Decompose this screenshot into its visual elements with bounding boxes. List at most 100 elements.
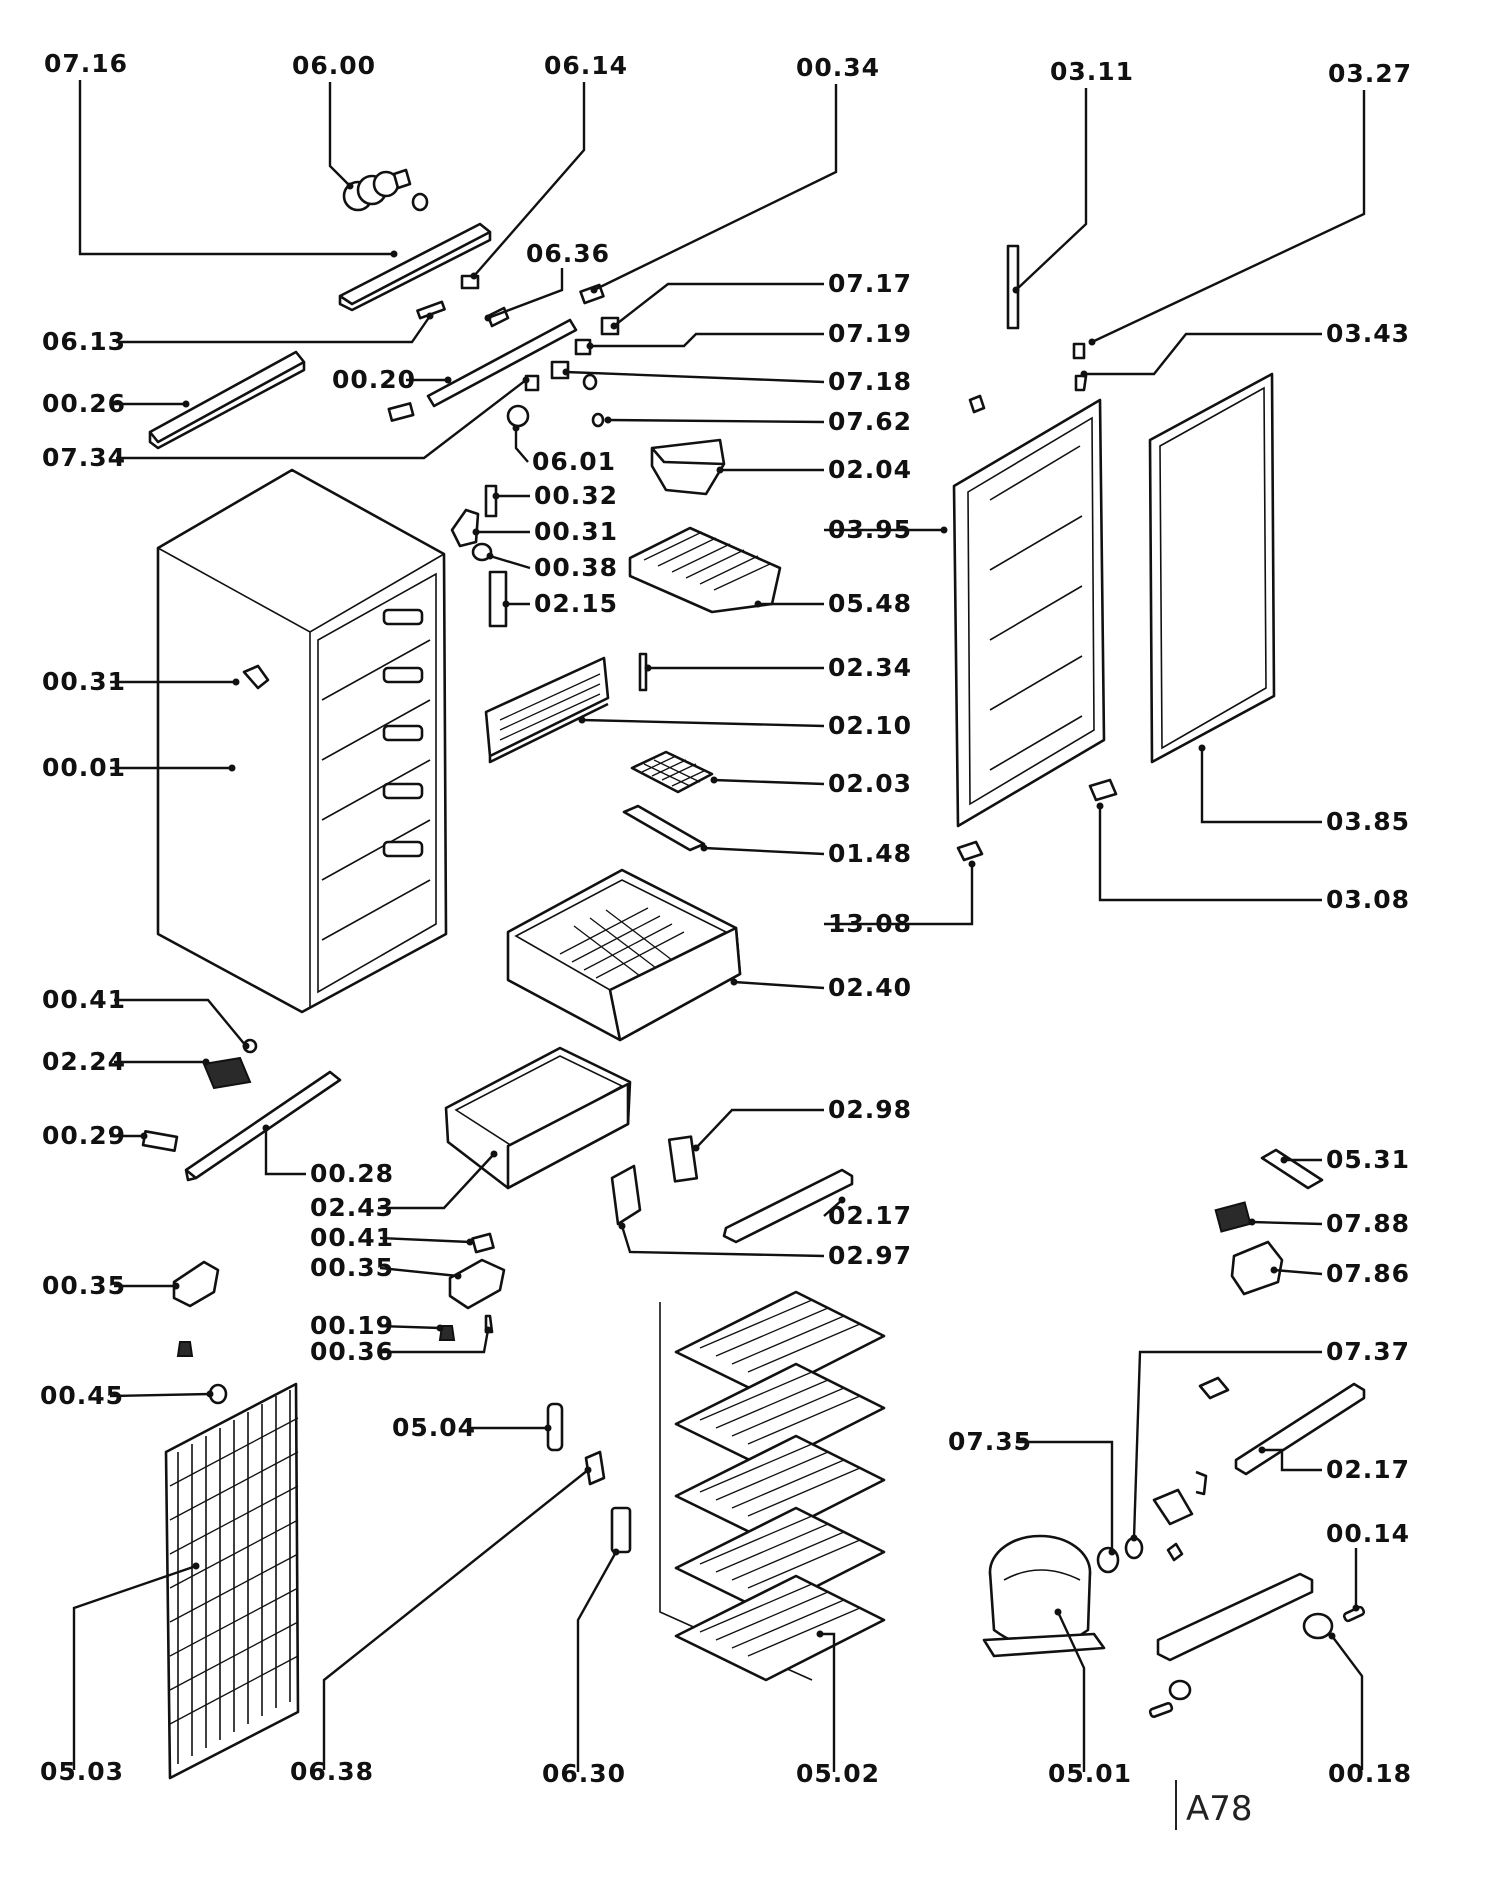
small-drawer-drawing [444, 1046, 632, 1190]
filter-drawing [202, 1056, 252, 1090]
leader-dot [968, 860, 976, 868]
leader-line [607, 418, 825, 424]
leader-line [489, 554, 531, 570]
leader-line [116, 315, 431, 344]
leader-line [1132, 1350, 1322, 1539]
part-label: 03.11 [1050, 57, 1134, 86]
leader-dot [242, 1042, 250, 1050]
leader-dot [716, 466, 724, 474]
mounting-rail-drawing [1156, 1572, 1314, 1662]
leader-line [620, 1225, 825, 1258]
part-label: 06.14 [544, 51, 628, 80]
leader-line [713, 778, 825, 786]
part-label: 07.19 [828, 319, 912, 348]
leader-dot [454, 1272, 462, 1280]
part-label: 02.97 [828, 1241, 912, 1270]
leader-lines [72, 80, 1366, 1772]
leader-dot [522, 376, 530, 384]
part-label: 00.36 [310, 1337, 394, 1366]
leader-dot [436, 1324, 444, 1332]
part-label: 00.19 [310, 1311, 394, 1340]
lamp-holder-drawing [506, 404, 530, 428]
leader-dot [228, 764, 236, 772]
leader-line [695, 1108, 824, 1149]
leader-dot [484, 1326, 492, 1334]
leader-line [114, 998, 247, 1047]
compressor-rail-drawing [1234, 1382, 1366, 1476]
leader-line [322, 1469, 589, 1770]
door-gasket-drawing [1148, 372, 1276, 764]
evaporator-shelves-drawing [659, 1290, 886, 1682]
leader-dot [192, 1562, 200, 1570]
leader-dot [502, 600, 510, 608]
hinge-drawing [450, 508, 480, 548]
leader-dot [612, 1548, 620, 1556]
part-label: 00.32 [534, 481, 618, 510]
leader-dot [584, 1466, 592, 1474]
part-label: 03.43 [1326, 319, 1410, 348]
leader-line [733, 980, 825, 990]
part-label: 05.31 [1326, 1145, 1410, 1174]
leader-line [379, 1266, 459, 1278]
part-label: 02.40 [828, 973, 912, 1002]
part-label: 05.48 [828, 589, 912, 618]
part-label: 02.04 [828, 455, 912, 484]
kickplate-rail-drawing [184, 1070, 342, 1182]
door-latch-drawing [667, 1135, 699, 1183]
part-label: 06.30 [542, 1759, 626, 1788]
leader-dot [838, 1196, 846, 1204]
part-label: 03.85 [1326, 807, 1410, 836]
leader-dot [426, 312, 434, 320]
part-drawings [141, 168, 1366, 1830]
protector-drawing [1230, 1240, 1284, 1296]
leader-line [514, 428, 529, 463]
leader-line [78, 80, 394, 256]
part-label: 00.29 [42, 1121, 126, 1150]
compressor-drawing [982, 1534, 1106, 1658]
leader-line [581, 718, 825, 728]
leader-line [703, 846, 825, 856]
leader-line [593, 84, 838, 292]
leader-dot [562, 368, 570, 376]
leader-dot [700, 844, 708, 852]
leader-line [328, 82, 351, 187]
part-label: 00.26 [42, 389, 126, 418]
leader-line [1091, 90, 1366, 344]
part-label: 07.37 [1326, 1337, 1410, 1366]
leader-dot [140, 1132, 148, 1140]
thermostat-bulb-drawing [610, 1506, 632, 1554]
part-label: 06.01 [532, 447, 616, 476]
leader-dot [1198, 744, 1206, 752]
part-label: 06.38 [290, 1757, 374, 1786]
ice-tray-grid-drawing [628, 526, 782, 614]
leader-line [1331, 1635, 1364, 1770]
leader-line [1016, 1440, 1114, 1552]
leader-dot [444, 376, 452, 384]
leader-line [590, 332, 824, 348]
leader-line [824, 864, 974, 926]
runner-drawing [622, 804, 706, 852]
leader-line [116, 379, 527, 460]
leader-dot [346, 182, 354, 190]
part-label: 07.16 [44, 49, 128, 78]
part-label: 06.36 [526, 239, 610, 268]
part-label: 00.38 [534, 553, 618, 582]
leader-dot [610, 322, 618, 330]
leader-line [379, 1324, 441, 1330]
part-label: 07.62 [828, 407, 912, 436]
leader-dot [586, 342, 594, 350]
part-label: 00.41 [42, 985, 126, 1014]
part-label: 00.35 [310, 1253, 394, 1282]
part-label: 00.18 [1328, 1759, 1412, 1788]
part-label: 02.34 [828, 653, 912, 682]
part-label: 01.48 [828, 839, 912, 868]
leader-dot [710, 776, 718, 784]
door-drawing [952, 398, 1106, 828]
leader-line [379, 1236, 471, 1244]
hinge-bracket-drawing [488, 570, 508, 628]
leader-dot [232, 678, 240, 686]
leader-dot [490, 1150, 498, 1158]
leader-dot [1328, 1632, 1336, 1640]
part-label: 02.98 [828, 1095, 912, 1124]
